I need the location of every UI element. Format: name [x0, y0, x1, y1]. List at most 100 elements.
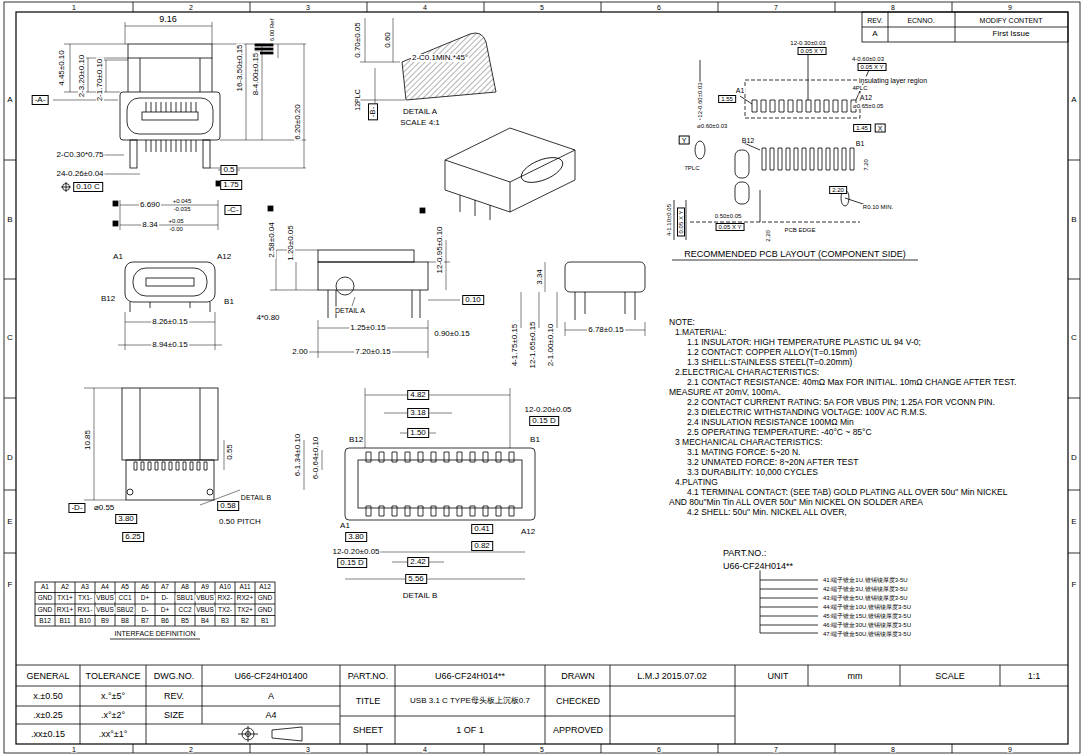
- drawing-text: D+: [160, 607, 171, 614]
- drawing-text: 16-3.50±0.15: [236, 43, 244, 92]
- drawing-text: PART.NO.:: [722, 549, 767, 558]
- drawing-text: B12: [741, 137, 755, 144]
- top-view-outline: [127, 98, 213, 134]
- drawing-text: B12: [100, 295, 116, 303]
- revision-table: [862, 12, 1068, 42]
- drawing-text: 8.34: [141, 221, 159, 229]
- drawing-text: 1.55: [718, 95, 736, 103]
- drawing-text: SBU2: [116, 607, 135, 614]
- drawing-text: SBU1: [176, 595, 195, 602]
- drawing-text: 1.75: [220, 180, 242, 190]
- drawing-text: 0.15 D: [529, 416, 559, 426]
- drawing-text: D+: [140, 595, 151, 602]
- drawing-text: -B-: [368, 104, 378, 121]
- drawing-text: D-: [161, 595, 170, 602]
- pcb-layout: [695, 141, 705, 159]
- drawing-text: 0.70±0.05: [354, 21, 362, 59]
- detail-a-section: [402, 33, 496, 100]
- drawing-text: +0.045: [172, 198, 193, 204]
- drawing-text: A: [6, 96, 13, 104]
- drawing-text: 42:端子镀金3U,镀锡镍厚度3-5U: [822, 586, 909, 592]
- drawing-text: 9: [1007, 746, 1013, 753]
- drawing-text: 43:端子镀金5U,镀锡镍厚度3-5U: [822, 595, 909, 601]
- end-view-outline: [125, 262, 215, 302]
- drawing-text: C: [6, 334, 14, 342]
- sheet-frame: [4, 160, 1080, 553]
- drawing-text: 5.56: [405, 574, 427, 584]
- drawing-text: A9: [200, 584, 210, 591]
- drawing-text: 6.690: [139, 201, 161, 209]
- drawing-text: C: [1070, 334, 1078, 342]
- drawing-text: 4-1.10±0.05: [666, 203, 672, 237]
- drawing-text: 3.2 UNMATED FORCE: 8~20N AFTER TEST: [686, 458, 859, 467]
- drawing-text: RECOMMENDED PCB LAYOUT (COMPONENT SIDE): [683, 250, 907, 259]
- drawing-text: B8: [120, 618, 130, 625]
- drawing-text: VBUS: [95, 595, 115, 602]
- drawing-text: 44:端子镀金10U,镀锡镍厚度3-5U: [822, 604, 912, 610]
- drawing-text: TX1+: [56, 595, 74, 602]
- drawing-text: insulating layer region: [858, 77, 928, 84]
- end-view-outline: [133, 268, 207, 296]
- drawing-text: PCB EDGE: [783, 227, 816, 233]
- drawing-text: B1: [223, 298, 235, 306]
- detail-b-outline: [345, 448, 535, 520]
- drawing-text: .x±0.25: [32, 711, 63, 720]
- drawing-text: 2.2 CONTACT CURRENT RATING: 5A FOR VBUS …: [686, 398, 996, 407]
- right-view-outline: [575, 292, 635, 320]
- drawing-text: 45:端子镀金15U,镀锡镍厚度3-5U: [822, 613, 912, 619]
- side-view-outline: [336, 277, 354, 295]
- title-block: [16, 665, 1068, 724]
- drawing-text: B10: [78, 618, 92, 625]
- detail-b-outline: [345, 448, 535, 520]
- drawing-text: 6.78±0.15: [587, 326, 625, 334]
- top-view-outline: [120, 44, 220, 168]
- drawing-text: SHEET: [352, 726, 384, 735]
- dimension-lines: [521, 262, 645, 336]
- drawing-text: 12-0.95±0.10: [436, 225, 444, 274]
- drawing-text: x.±0.50: [32, 692, 63, 701]
- drawing-text: A7: [160, 584, 170, 591]
- drawing-text: GND: [257, 595, 273, 602]
- drawing-text: -0.035: [172, 206, 191, 212]
- drawing-text: 1:1: [1027, 672, 1042, 681]
- drawing-text: 3: [305, 746, 311, 753]
- dimension-lines: [300, 297, 460, 358]
- drawing-text: A5: [120, 584, 130, 591]
- drawing-text: A4: [264, 711, 277, 720]
- drawing-text: 6: [656, 4, 662, 11]
- drawing-text: REV.: [866, 17, 884, 24]
- drawing-text: 3.18: [407, 408, 429, 418]
- revision-table: [862, 12, 1068, 42]
- drawing-text: 12-0.20±0.05: [523, 406, 572, 414]
- drawing-text: B: [1070, 216, 1077, 224]
- side-view-outline: [318, 250, 428, 318]
- drawing-text: X: [875, 124, 886, 133]
- drawing-text: A: [871, 30, 878, 38]
- drawing-text: TX2-: [217, 607, 233, 614]
- drawing-text: 1.1 INSULATOR: HIGH TEMPERATURE PLASTIC …: [686, 338, 922, 347]
- side-view-outline: [318, 250, 414, 262]
- pcb-layout: [752, 100, 856, 112]
- drawing-text: x.°±5°: [100, 692, 126, 701]
- dimension-lines: [125, 22, 212, 44]
- datum-marks: [268, 206, 273, 211]
- drawing-text: 2.ELECTRICAL CHARACTERISTICS:: [674, 368, 820, 377]
- side-view-outline: [328, 290, 420, 318]
- drawing-text: 0.05 X Y: [798, 47, 827, 55]
- drawing-text: 2.20: [829, 186, 847, 194]
- drawing-text: -D-: [68, 503, 85, 513]
- drawing-text: 0.5: [220, 165, 237, 175]
- drawing-text: Y: [679, 136, 690, 145]
- drawing-text: A12: [859, 94, 873, 101]
- drawing-text: REV.: [163, 692, 185, 701]
- drawing-text: 1.50: [407, 428, 429, 438]
- drawing-text: F: [7, 581, 14, 589]
- drawing-text: 12-1.65±0.15: [529, 320, 537, 369]
- drawing-text: B11: [58, 618, 71, 625]
- isometric-view: [460, 195, 490, 220]
- drawing-text: 3.3 DURABILITY: 10,000 CYCLES: [686, 468, 819, 477]
- drawing-text: 12-0.20±0.05: [331, 548, 380, 556]
- drawing-text: 0.90±0.15: [433, 330, 471, 338]
- drawing-text: 3.34: [536, 268, 544, 286]
- drawing-text: B6: [160, 618, 170, 625]
